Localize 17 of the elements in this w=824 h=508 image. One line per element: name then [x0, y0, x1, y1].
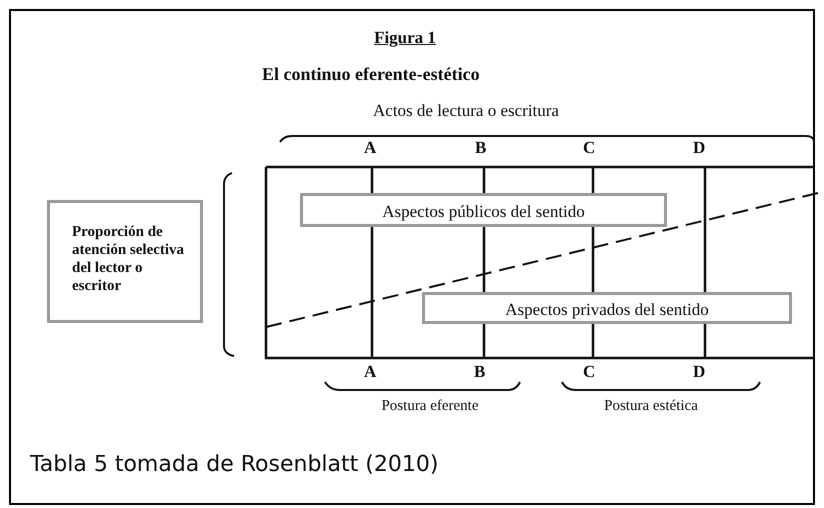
column-letter: A	[364, 138, 376, 158]
label-box: Proporción de atención selectiva del lector o escritor	[47, 200, 203, 323]
stance-label: Postura estética	[603, 398, 699, 415]
axis-label: Actos de lectura o escritura	[373, 101, 559, 121]
column-letter: D	[693, 362, 706, 382]
column-letter: B	[475, 138, 486, 158]
column-letter: D	[693, 138, 706, 158]
column-letter: C	[583, 138, 596, 158]
subtitle: El continuo eferente-estético	[262, 64, 480, 85]
figure-title: Figura 1	[373, 28, 437, 48]
stance-label: Postura eferente	[380, 398, 480, 415]
column-letter: C	[583, 362, 596, 382]
label-box: Aspectos públicos del sentido	[300, 193, 667, 227]
column-letter: B	[474, 362, 486, 382]
label-box: Aspectos privados del sentido	[422, 292, 792, 324]
column-letter: A	[364, 362, 376, 382]
caption: Tabla 5 tomada de Rosenblatt (2010)	[30, 452, 438, 477]
